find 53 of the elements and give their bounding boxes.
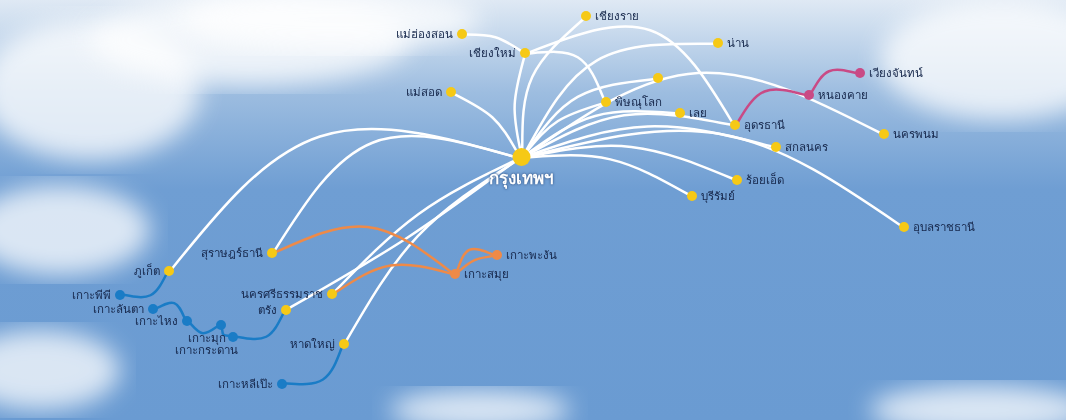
place-name: เชียงใหม่ <box>469 46 516 60</box>
route-line <box>521 18 584 150</box>
route-line <box>275 225 452 273</box>
place-name: อุดรธานี <box>744 118 785 132</box>
place-name: กรุงเทพฯ <box>488 168 554 188</box>
place-name: เชียงราย <box>595 9 639 23</box>
place-name: เกาะสมุย <box>464 267 509 281</box>
route-line <box>810 68 857 93</box>
route-line <box>525 42 715 152</box>
route-line <box>528 125 773 157</box>
place-name: หาดใหญ่ <box>290 337 335 351</box>
route-line <box>465 33 522 52</box>
route-line <box>527 110 677 154</box>
route-line <box>528 25 733 123</box>
place-name: ภูเก็ต <box>134 264 160 278</box>
route-line <box>123 273 168 299</box>
place-name: เลย <box>689 106 707 120</box>
route-line <box>334 160 515 292</box>
route-line <box>528 50 605 99</box>
place-name: เกาะพะงัน <box>506 248 557 262</box>
place-name: บุรีรัมย์ <box>701 189 735 203</box>
route-line <box>345 161 516 342</box>
place-name: นครพนม <box>893 127 939 141</box>
route-line <box>526 102 603 152</box>
place-name: เกาะลันตา <box>93 302 144 316</box>
place-name: ตรัง <box>258 303 277 317</box>
route-line <box>171 127 514 269</box>
place-name: สุราษฎร์ธานี <box>201 246 263 260</box>
route-line <box>236 312 285 341</box>
place-name: น่าน <box>727 36 749 50</box>
route-line <box>220 328 230 338</box>
place-name: เกาะมุก <box>188 331 226 345</box>
route-line <box>513 56 526 150</box>
place-name: เวียงจันทน์ <box>869 66 923 80</box>
place-name: ร้อยเอ็ด <box>746 173 784 187</box>
route-line <box>454 93 517 151</box>
route-line <box>528 154 689 196</box>
place-name: แม่ฮ่องสอน <box>396 27 453 41</box>
route-line <box>156 301 186 319</box>
route-line <box>285 347 343 386</box>
place-name: เกาะพีพี <box>72 288 111 302</box>
place-name: แม่สอด <box>406 85 442 99</box>
place-name: เกาะไหง <box>135 314 178 328</box>
place-name: อุบลราชธานี <box>913 220 975 234</box>
place-name: เกาะหลีเป๊ะ <box>218 377 273 391</box>
route-line <box>335 263 452 294</box>
route-line <box>737 88 806 123</box>
place-name: พิษณุโลก <box>615 95 662 109</box>
route-line <box>456 247 494 271</box>
place-name: หนองคาย <box>818 88 868 102</box>
place-name: สกลนคร <box>785 140 828 154</box>
route-line <box>457 254 494 273</box>
route-line <box>189 322 218 335</box>
